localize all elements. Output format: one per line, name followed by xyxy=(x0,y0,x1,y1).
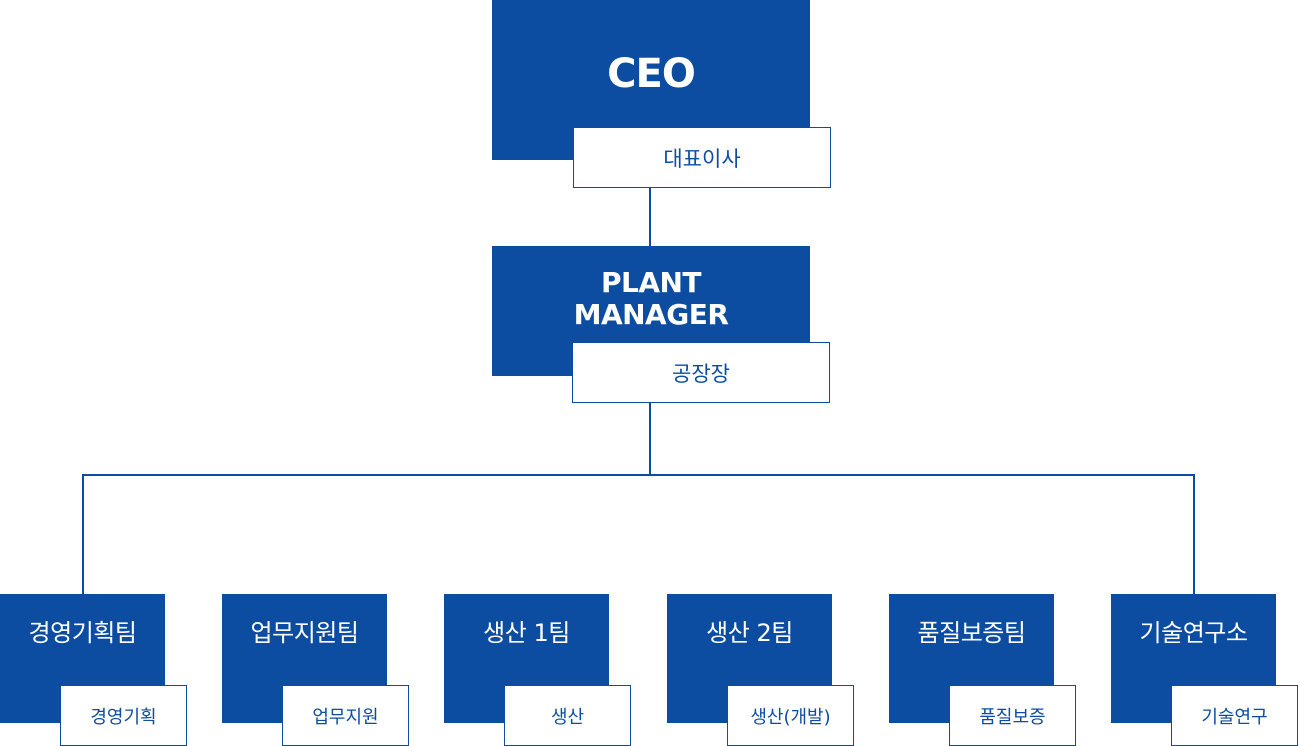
plant-manager-subtitle-tag: 공장장 xyxy=(572,342,830,403)
team-title: 경영기획팀 xyxy=(28,619,137,647)
plant-manager-title-line2: MANAGER xyxy=(573,298,729,331)
team-subtitle-tag: 생산 xyxy=(504,685,631,746)
connector-horizontal xyxy=(82,474,1195,476)
team-title: 생산 2팀 xyxy=(706,619,793,647)
team-title: 생산 1팀 xyxy=(483,619,570,647)
team-subtitle-tag: 경영기획 xyxy=(60,685,187,746)
plant-manager-title: PLANT MANAGER xyxy=(574,267,729,331)
team-subtitle-tag: 생산(개발) xyxy=(727,685,854,746)
connector-ceo-to-pm xyxy=(649,188,651,246)
connector-pm-down xyxy=(649,403,651,476)
team-title: 업무지원팀 xyxy=(250,619,359,647)
ceo-subtitle-tag: 대표이사 xyxy=(573,127,831,188)
connector-team-1 xyxy=(82,474,84,594)
team-subtitle-tag: 업무지원 xyxy=(282,685,409,746)
connector-team-6 xyxy=(1193,474,1195,594)
plant-manager-title-line1: PLANT xyxy=(600,266,702,299)
team-subtitle-tag: 기술연구 xyxy=(1171,685,1298,746)
ceo-title: CEO xyxy=(607,51,696,97)
team-title: 품질보증팀 xyxy=(917,619,1026,647)
team-subtitle-tag: 품질보증 xyxy=(949,685,1076,746)
team-title: 기술연구소 xyxy=(1139,619,1248,647)
